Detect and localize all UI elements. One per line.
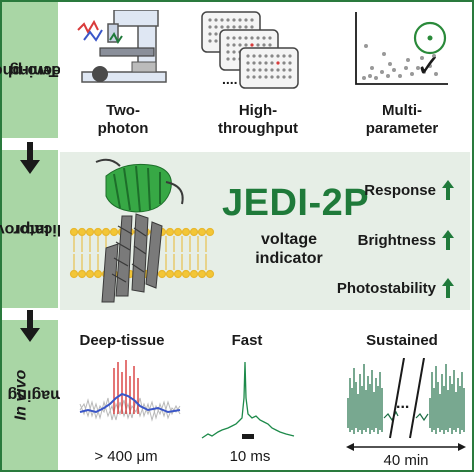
check-icon: ✓ <box>416 49 441 84</box>
up-arrow-icon <box>442 230 454 250</box>
plate-ellipsis: .... <box>222 71 238 87</box>
property-brightness: Brightness <box>358 230 454 250</box>
imaging-panel: Deep-tissue Fast Sustained > 400 μm 10 m… <box>60 322 470 470</box>
up-arrow-icon <box>442 180 454 200</box>
microscope-icon <box>77 10 167 83</box>
protein-structure-icon <box>69 158 215 303</box>
deep-tissue-trace <box>79 360 181 422</box>
up-arrow-icon <box>442 278 454 298</box>
label-two-photon: Two-photon <box>97 102 149 137</box>
caption-time-fast: 10 ms <box>229 448 271 465</box>
scale-bar <box>242 434 254 439</box>
caption-time-sustained: 40 min <box>383 452 429 469</box>
title-deep-tissue: Deep-tissue <box>79 332 165 349</box>
down-arrow-icon <box>20 142 40 174</box>
sustained-trace: ... <box>347 358 465 439</box>
title-fast: Fast <box>231 332 263 349</box>
fast-trace <box>201 361 295 439</box>
caption-depth: > 400 μm <box>94 448 158 465</box>
property-photostability: Photostability <box>337 278 454 298</box>
sidebar-screening: Two-photonscreening <box>0 2 85 138</box>
screening-panel: .... ✓ Two-photon High-throughput Multi-… <box>60 4 470 140</box>
down-arrow-icon <box>20 310 40 342</box>
well-plates-icon: .... <box>201 11 299 89</box>
title-sustained: Sustained <box>366 332 438 349</box>
label-multi-parameter: Multi-parameter <box>365 102 439 137</box>
indicator-name: JEDI-2P <box>222 182 370 224</box>
property-response: Response <box>364 180 454 200</box>
duration-arrow <box>346 443 466 451</box>
scatter-plot-icon: ✓ <box>355 12 448 85</box>
trace-ellipsis: ... <box>396 395 409 412</box>
sidebar-label-screening: Two-photonscreening <box>0 61 85 79</box>
label-high-throughput: High-throughput <box>218 102 298 137</box>
sidebar-indicator: Improvedindicator <box>0 150 81 308</box>
